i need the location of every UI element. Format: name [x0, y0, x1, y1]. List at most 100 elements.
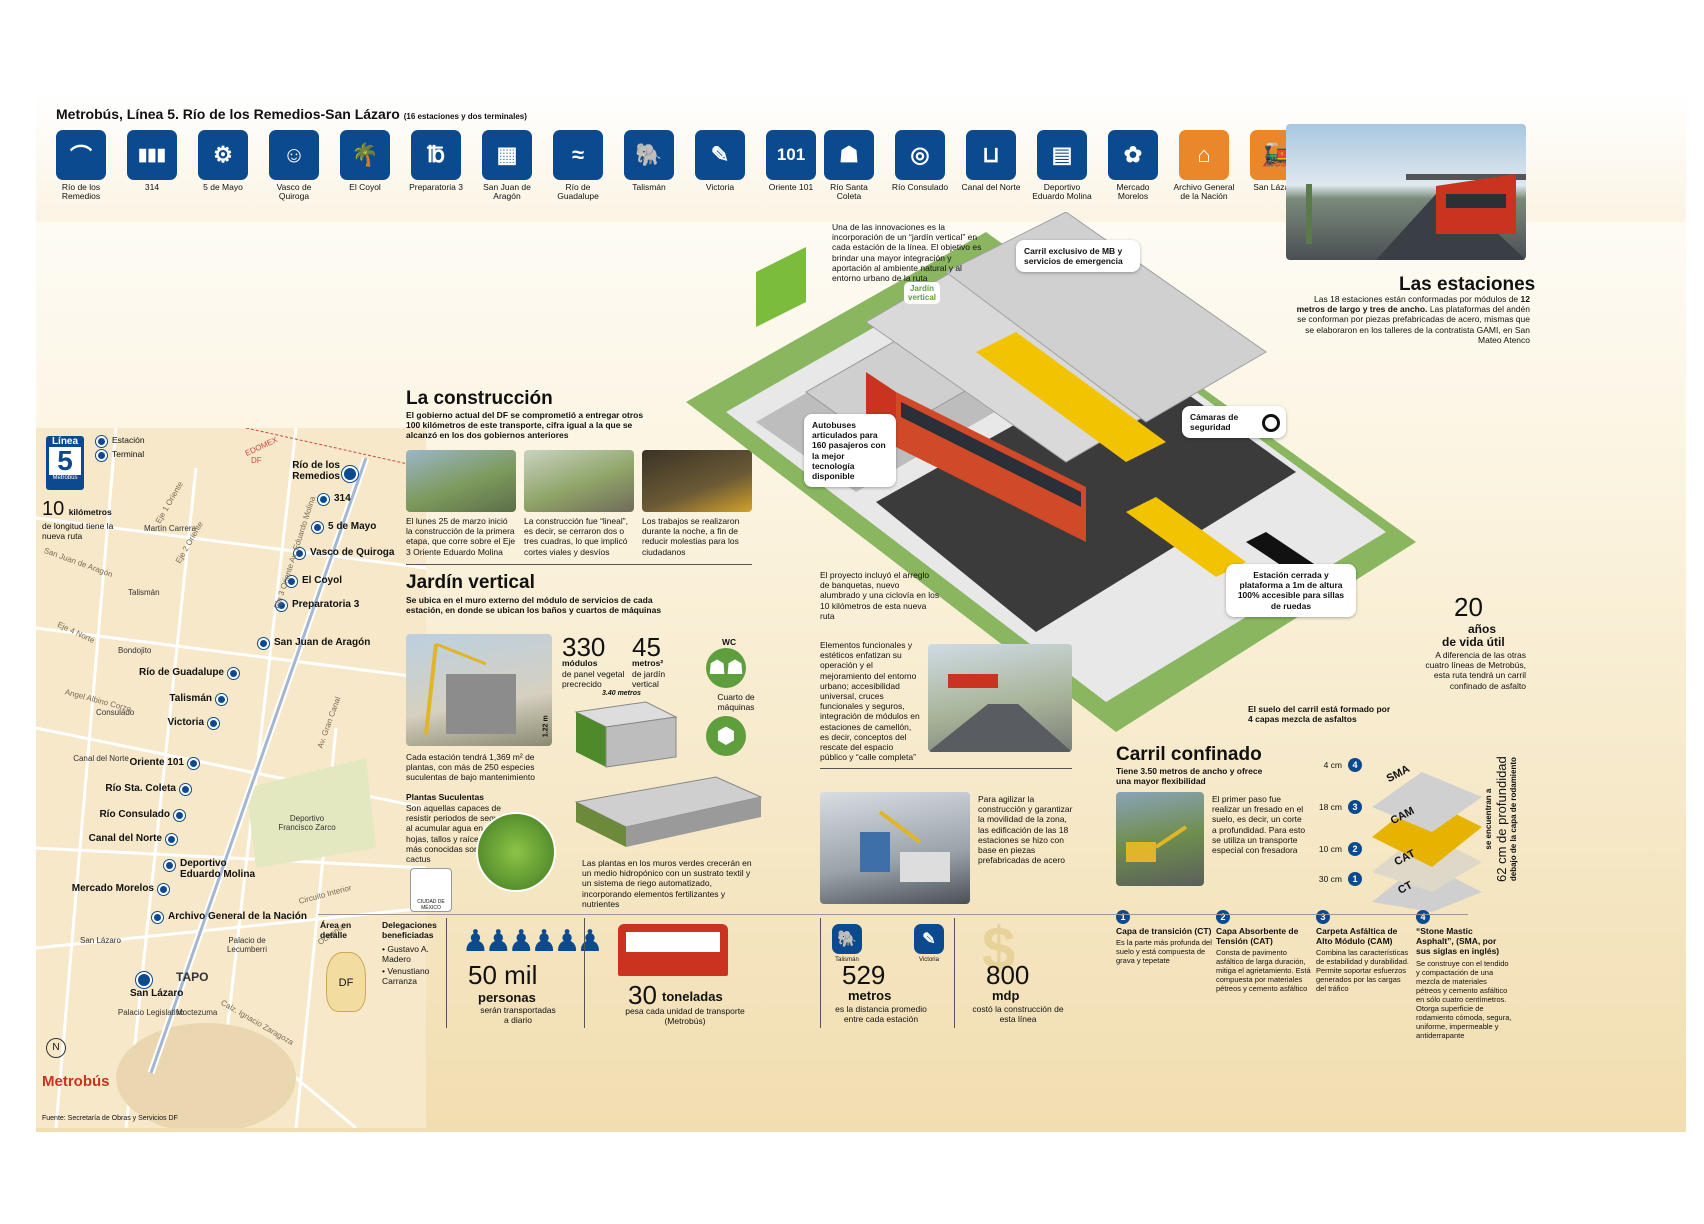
- station-left-7: ≈Río de Guadalupe: [547, 130, 609, 201]
- layer-def-text: Consta de pavimento asfáltico de larga d…: [1216, 948, 1311, 994]
- station-left-8-icon: 🐘: [624, 130, 674, 180]
- plantas-title: Plantas Suculentas: [406, 792, 484, 802]
- metros-number: 45: [632, 632, 661, 662]
- station-right-4: ✿Mercado Morelos: [1102, 130, 1164, 201]
- layer-def-number: 2: [1216, 910, 1230, 924]
- map-station-dot: [158, 884, 169, 895]
- layer-def-text: Combina las características de estabilid…: [1316, 948, 1409, 994]
- construccion-intro: El gobierno actual del DF se comprometió…: [406, 410, 644, 441]
- divider: [406, 564, 752, 565]
- vdivider: [446, 918, 447, 1028]
- map-station-label: Vasco de Quiroga: [310, 547, 395, 558]
- layer-number: 4: [1348, 758, 1362, 772]
- map-station-label: Canal del Norte: [88, 833, 162, 844]
- station-left-7-icon: ≈: [553, 130, 603, 180]
- map-station-label: Río Sta. Coleta: [105, 783, 176, 794]
- plantas-text: Son aquellas capaces de resistir periodo…: [406, 803, 506, 864]
- map-station-label: San Lázaro: [130, 988, 184, 999]
- depth-label: se encuentran a 62 cm de profundidad deb…: [1483, 756, 1518, 882]
- map-station-label: Río Consulado: [99, 809, 170, 820]
- mdp-text: costó la construcción de esta línea: [972, 1004, 1064, 1025]
- jardin-title: Jardín vertical: [406, 572, 535, 593]
- layer-def-text: Es la parte más profunda del suelo y est…: [1116, 938, 1212, 966]
- station-right-5-icon: ⌂: [1179, 130, 1229, 180]
- toneladas-number: 30: [628, 980, 657, 1010]
- map-station-dot: [258, 638, 269, 649]
- dim-width: 3.40 metros: [602, 690, 641, 697]
- prefab-photo: [820, 792, 970, 904]
- victoria-mini: ✎Victoria: [912, 924, 946, 963]
- map-station-dot: [318, 494, 329, 505]
- truck-illustration: [860, 810, 950, 882]
- toneladas-label: toneladas: [662, 989, 723, 1004]
- map-station-label: Río de Guadalupe: [138, 667, 224, 678]
- map-station-dot: [164, 860, 175, 871]
- legend-station-dot: [96, 436, 107, 447]
- map-place-tapo: TAPO: [176, 970, 209, 984]
- layer-def-4: 4“Stone Mastic Asphalt”, (SMA, por sus s…: [1416, 910, 1512, 1040]
- map-place-talisman: Talismán: [128, 588, 160, 597]
- layer-def-number: 3: [1316, 910, 1330, 924]
- layer-thickness: 18 cm: [1318, 802, 1342, 812]
- callout-estacion: Estación cerrada y plataforma a 1m de al…: [1226, 564, 1356, 617]
- map-station-label: Mercado Morelos: [71, 883, 154, 894]
- map-place-deportivo: Deportivo Francisco Zarco: [278, 814, 336, 832]
- map-background: [36, 428, 426, 1128]
- map-station-label: 5 de Mayo: [328, 521, 377, 532]
- toneladas-text: pesa cada unidad de transporte (Metrobús…: [625, 1006, 745, 1027]
- personas-number: 50 mil: [468, 960, 538, 990]
- station-left-10-label: Oriente 101: [768, 182, 814, 192]
- metros-dist-text: es la distancia promedio entre cada esta…: [835, 1004, 927, 1025]
- layer-def-title: Capa de transición (CT): [1116, 926, 1212, 936]
- deleg-1: • Gustavo A. Madero: [382, 944, 429, 965]
- talisman-mini: 🐘Talismán: [830, 924, 864, 963]
- jardin-cada: Cada estación tendrá 1,369 m² de plantas…: [406, 752, 535, 783]
- layer-thickness: 30 cm: [1318, 874, 1342, 884]
- station-left-6: ▦San Juan de Aragón: [476, 130, 538, 201]
- cdmx-badge: CIUDAD DE MÉXICO: [410, 868, 452, 912]
- wc-label: WC: [722, 637, 737, 647]
- map-station-label: San Juan de Aragón: [274, 637, 371, 648]
- station-left-4-label: El Coyol: [349, 182, 381, 192]
- map-station-dot: [312, 522, 323, 533]
- map-station-dot: [188, 758, 199, 769]
- callout-suelo: El suelo del carril está formado por 4 c…: [1248, 704, 1391, 725]
- asphalt-layers-illustration: [1372, 772, 1482, 912]
- station-left-6-icon: ▦: [482, 130, 532, 180]
- station-left-10-icon: 101: [766, 130, 816, 180]
- station-left-3: ☺Vasco de Quiroga: [263, 130, 325, 201]
- station-left-4: 🌴El Coyol: [334, 130, 396, 201]
- map-station-dot: [166, 834, 177, 845]
- callout-jardin: Una de las innovaciones es la incorporac…: [832, 222, 982, 283]
- station-right-3-label: Deportivo Eduardo Molina: [1032, 182, 1092, 201]
- station-right-2-label: Canal del Norte: [961, 182, 1021, 192]
- station-left-5-label: Preparatoria 3: [409, 182, 463, 192]
- gear-icon: ⬢: [706, 716, 746, 756]
- layer-def-number: 4: [1416, 910, 1430, 924]
- station-right-1-icon: ◎: [895, 130, 945, 180]
- estaciones-title: Las estaciones: [1399, 274, 1536, 295]
- source-note: Fuente: Secretaría de Obras y Servicios …: [42, 1115, 178, 1122]
- map-station-dot: [180, 784, 191, 795]
- metros-dist-label: metros: [848, 988, 892, 1003]
- wc-icon: ☗☗: [706, 648, 746, 688]
- map-place-martin_carrera: Martín Carrera: [144, 524, 197, 533]
- area-label: Área en detalle: [320, 920, 352, 941]
- station-module-illustration: [574, 776, 763, 847]
- callout-carril: Carril exclusivo de MB y servicios de em…: [1016, 240, 1140, 273]
- station-right-4-label: Mercado Morelos: [1116, 182, 1150, 201]
- station-left-9: ✎Victoria: [689, 130, 751, 201]
- construction-caption-3: Los trabajos se realizaron durante la no…: [642, 516, 740, 557]
- station-right-3: ▤Deportivo Eduardo Molina: [1031, 130, 1093, 201]
- fresado-photo: [1116, 792, 1204, 886]
- mdp-label: mdp: [992, 988, 1020, 1003]
- station-left-2-icon: ⚙: [198, 130, 248, 180]
- metros-label: metros²: [632, 658, 664, 668]
- route-map: Línea 5 Metrobús Estación Terminal 10 ki…: [36, 428, 426, 1128]
- vdivider: [584, 918, 585, 1028]
- station-left-3-icon: ☺: [269, 130, 319, 180]
- layer-def-title: Carpeta Asfáltica de Alto Módulo (CAM): [1316, 926, 1398, 947]
- station-right-6-label: San Lázaro: [1253, 182, 1297, 192]
